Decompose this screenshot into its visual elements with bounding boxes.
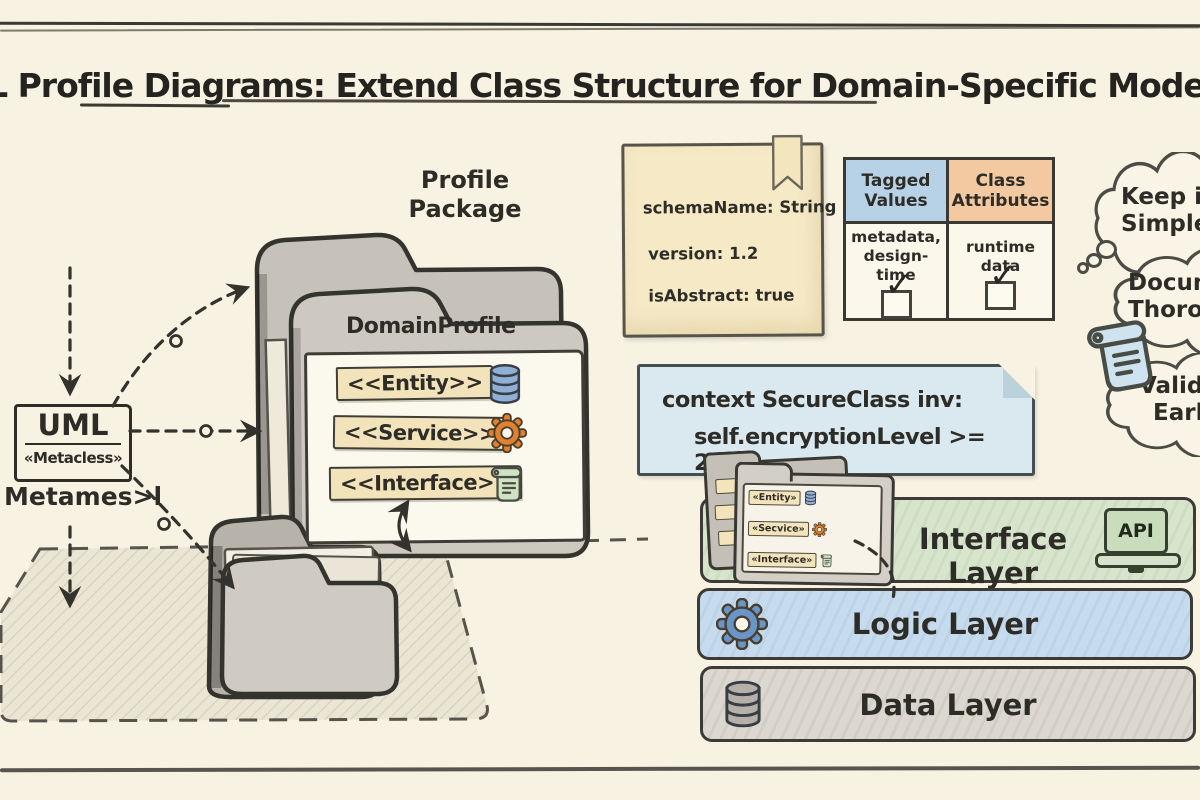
note-line-abstract: isAbstract: true (648, 285, 795, 306)
check-icon: ✓ (884, 265, 914, 305)
platform-shape (0, 542, 489, 723)
column-header-class-attributes: Class Attributes (949, 160, 1052, 224)
logic-layer-bar: Logic Layer (697, 588, 1193, 660)
checkbox-class-attributes: ✓ (985, 259, 1018, 310)
mini-profile-folders: «Entity» «Secvice» «Interface» (700, 455, 900, 587)
thought-cloud-keep-it-simple: Keep it Simple (1083, 152, 1200, 284)
page-title: UML Profile Diagrams: Extend Class Struc… (0, 66, 1200, 106)
database-icon (486, 362, 524, 406)
bookmark-ribbon-icon (771, 134, 803, 191)
stereotype-tag-service: <<Service>> (332, 415, 508, 451)
metaclass-stereotype: «Metacless» (23, 449, 123, 467)
data-layer-bar: Data Layer (700, 666, 1196, 742)
api-badge: API (1104, 507, 1168, 554)
extension-node (157, 517, 171, 531)
stereotype-tag-entity: <<Entity>> (335, 364, 494, 402)
api-laptop-icon: API (1095, 507, 1181, 573)
data-layer-label: Data Layer (859, 688, 1037, 722)
title-underline-left (79, 103, 231, 108)
mini-folder-front: «Entity» «Secvice» «Interface» (733, 471, 895, 587)
cloud-text: Docum Thorou (1128, 270, 1200, 323)
thought-cloud-document: Docum Thorou (1100, 248, 1200, 356)
gear-icon (812, 522, 827, 537)
note-line-schema: schemaName: String (642, 197, 837, 218)
mini-tag-service: «Secvice» (747, 520, 809, 537)
metaclass-caption: Metames>l (4, 482, 163, 511)
mini-stereotype-panel: «Entity» «Secvice» «Interface» (741, 482, 883, 576)
cell-class-attributes: runtime data ✓ (949, 224, 1052, 319)
scroll-icon (819, 553, 833, 568)
metaclass-name: UML (37, 408, 109, 442)
extension-node (199, 424, 213, 438)
logic-layer-label: Logic Layer (851, 607, 1039, 641)
thought-bubble-small (1077, 262, 1089, 274)
domain-profile-title: DomainProfile (346, 314, 516, 339)
mini-tag-interface: «Interface» (747, 551, 817, 569)
compartment-divider (25, 443, 121, 445)
bottom-border-line (0, 765, 1200, 772)
interface-layer-label: Interface Layer (918, 522, 1068, 590)
database-icon (803, 490, 817, 506)
tagged-values-table: Tagged Values Class Attributes metadata,… (843, 157, 1055, 321)
cell-tagged-values: metadata, design-time ✓ (846, 224, 949, 319)
scroll-blue-icon (1078, 310, 1167, 402)
profile-package-label: Profile Package (408, 166, 522, 223)
check-icon: ✓ (989, 255, 1018, 296)
top-border-line-2 (0, 26, 1200, 32)
extension-node (169, 334, 183, 348)
cloud-text: Keep it Simple (1121, 184, 1200, 237)
extension-arrow-top (111, 283, 251, 408)
sticky-note: schemaName: String version: 1.2 isAbstra… (621, 134, 837, 338)
thought-bubble-medium (1086, 253, 1102, 268)
uml-metaclass-box: UML «Metacless» (14, 404, 132, 482)
thought-bubble-large (1096, 240, 1117, 259)
scroll-icon (488, 463, 526, 505)
dog-ear-fold (1003, 368, 1033, 398)
checkbox-tagged-values: ✓ (880, 268, 913, 319)
ocl-context-line: context SecureClass inv: (662, 387, 963, 413)
gear-icon (487, 413, 527, 453)
note-line-version: version: 1.2 (648, 243, 759, 264)
column-header-tagged-values: Tagged Values (846, 160, 949, 224)
mini-tag-entity: «Entity» (748, 489, 801, 506)
folder-bottom-front (219, 553, 400, 697)
